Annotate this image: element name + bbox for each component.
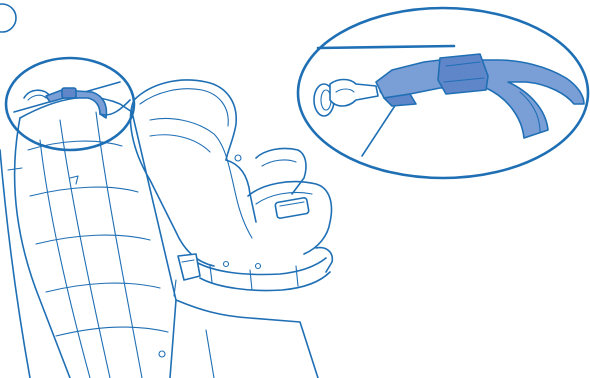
anchor-bar-icon [318, 46, 454, 48]
strap-adjuster-icon [62, 88, 76, 98]
detail-callout-small [6, 58, 134, 150]
step-badge-icon [0, 4, 16, 32]
strap-adjuster-icon [438, 54, 488, 94]
detail-callout-large [298, 8, 588, 178]
vehicle-seat [0, 97, 318, 378]
